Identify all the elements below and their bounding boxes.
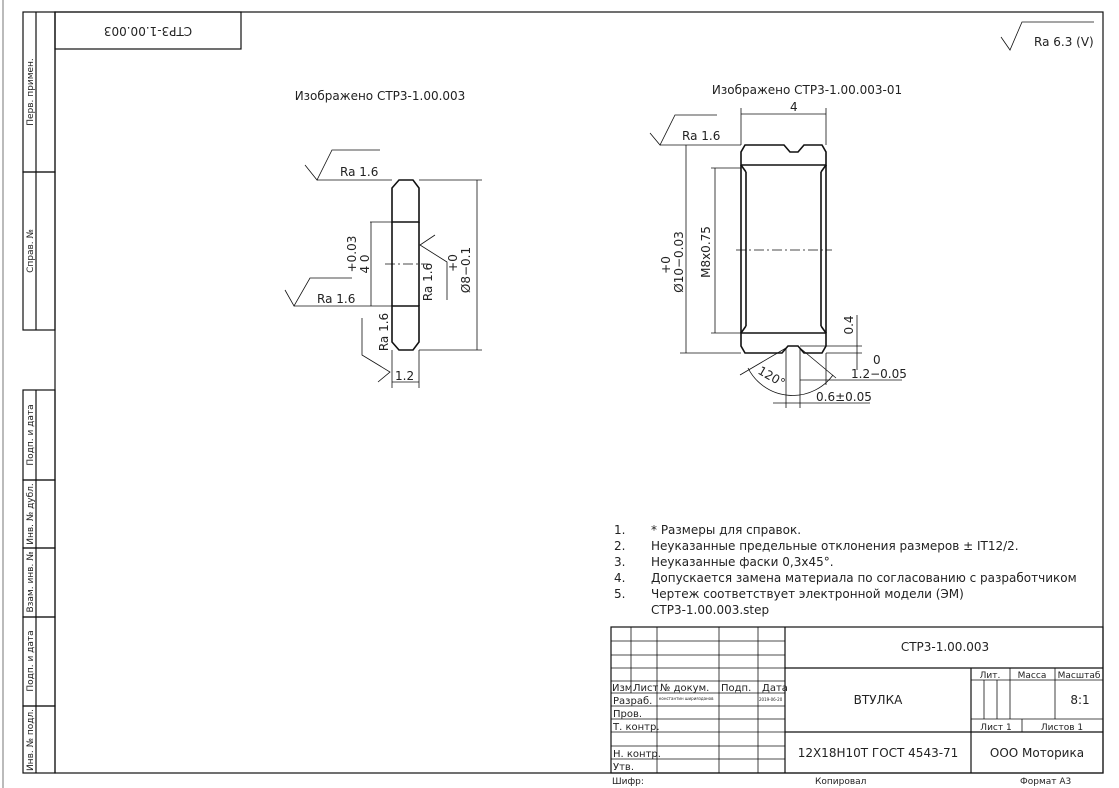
title-block: Изм. Лист № докум. Подп. Дата Разраб. Пр…	[610, 626, 1104, 774]
roughness-text: Ra 1.6	[421, 263, 435, 301]
strip-label: Справ. №	[26, 229, 36, 273]
company: ООО Моторика	[990, 746, 1084, 760]
note-number: 1.	[614, 523, 625, 537]
header-izm: Изм.	[612, 683, 636, 694]
developer-name: константин шириязданов	[659, 696, 714, 701]
sheets-total: Листов 1	[1041, 723, 1083, 733]
general-roughness-symbol: Ra 6.3 (V)	[1000, 21, 1094, 51]
note-number: 3.	[614, 555, 625, 569]
note-text: Неуказанные предельные отклонения размер…	[651, 539, 1019, 553]
designation: СТР3-1.00.003	[901, 640, 989, 654]
role-tech-control: Т. контр.	[612, 722, 660, 733]
left-section-view: Изображено СТР3-1.00.003 Ra 1.6 Ra 1.6 +…	[284, 89, 482, 388]
mass-label: Масса	[1018, 671, 1047, 681]
lit-label: Лит.	[980, 671, 1001, 681]
technical-notes: 1. * Размеры для справок. 2. Неуказанные…	[614, 523, 1077, 617]
footer-cipher: Шифр:	[612, 777, 644, 787]
part-name: ВТУЛКА	[854, 693, 903, 707]
strip-label: Подп. и дата	[26, 630, 36, 691]
dimension-text: 0.6±0.05	[816, 390, 872, 404]
role-checker: Пров.	[613, 709, 642, 720]
dimension-text: Ø10−0.03	[672, 231, 686, 293]
right-section-view: Изображено СТР3-1.00.003-01 4 Ra 1.6 +0 …	[649, 83, 907, 408]
dimension-text: +0.03	[345, 236, 359, 273]
sheet-number: Лист 1	[980, 723, 1011, 733]
dimension-text: Ø8−0.1	[459, 247, 473, 293]
role-norm-control: Н. контр.	[613, 749, 661, 760]
dimension-text: +0	[446, 254, 460, 272]
note-text: Допускается замена материала по согласов…	[651, 571, 1077, 585]
role-approver: Утв.	[613, 762, 634, 773]
note-number: 2.	[614, 539, 625, 553]
stamp-text: СТР3-1.00.003	[104, 24, 192, 38]
note-text: СТР3-1.00.003.step	[651, 603, 769, 617]
dimension-text: +0	[659, 256, 673, 274]
note-text: Неуказанные фаски 0,3х45°.	[651, 555, 834, 569]
dimension-text: 1.2−0.05	[851, 367, 907, 381]
note-text: * Размеры для справок.	[651, 523, 801, 537]
dimension-text: M8x0.75	[699, 226, 713, 278]
roughness-text: Ra 1.6	[340, 165, 378, 179]
scale-label: Масштаб	[1058, 671, 1101, 681]
note-number: 5.	[614, 587, 625, 601]
roughness-text: Ra 1.6	[317, 292, 355, 306]
header-sign: Подп.	[721, 683, 751, 694]
side-strip: Перв. примен. Справ. № Подп. и дата Инв.…	[22, 11, 56, 774]
footer-format: Формат А3	[1020, 777, 1071, 787]
strip-label: Подп. и дата	[26, 404, 36, 465]
dimension-text: 0.4	[842, 315, 856, 334]
note-number: 4.	[614, 571, 625, 585]
strip-label: Инв. № дубл.	[26, 483, 36, 545]
note-text: Чертеж соответствует электронной модели …	[651, 587, 964, 601]
roughness-text: Ra 6.3 (V)	[1034, 35, 1094, 49]
material: 12Х18Н10Т ГОСТ 4543-71	[798, 746, 959, 760]
strip-label: Взам. инв. №	[26, 551, 36, 612]
strip-label: Инв. № подл.	[26, 709, 36, 771]
header-date: Дата	[762, 683, 788, 694]
dimension-text: 4	[790, 100, 798, 114]
header-doc: № докум.	[660, 683, 709, 694]
dimension-text: 4 0	[358, 254, 372, 273]
dimension-text: 120°	[756, 363, 788, 390]
view-caption: Изображено СТР3-1.00.003-01	[712, 83, 902, 97]
footer-copied: Копировал	[815, 777, 866, 787]
roughness-text: Ra 1.6	[682, 129, 720, 143]
strip-label: Перв. примен.	[26, 58, 36, 126]
dimension-text: 1.2	[395, 369, 414, 383]
view-caption: Изображено СТР3-1.00.003	[295, 89, 466, 103]
roughness-text: Ra 1.6	[377, 313, 391, 351]
dimension-text: 0	[873, 353, 881, 367]
rotated-designation-stamp: СТР3-1.00.003	[54, 11, 242, 50]
header-list: Лист	[633, 683, 659, 694]
role-developer: Разраб.	[613, 696, 652, 707]
drawing-frame	[54, 11, 1104, 774]
developer-date: 2019-06-20	[759, 697, 783, 702]
scale-value: 8:1	[1070, 693, 1089, 707]
